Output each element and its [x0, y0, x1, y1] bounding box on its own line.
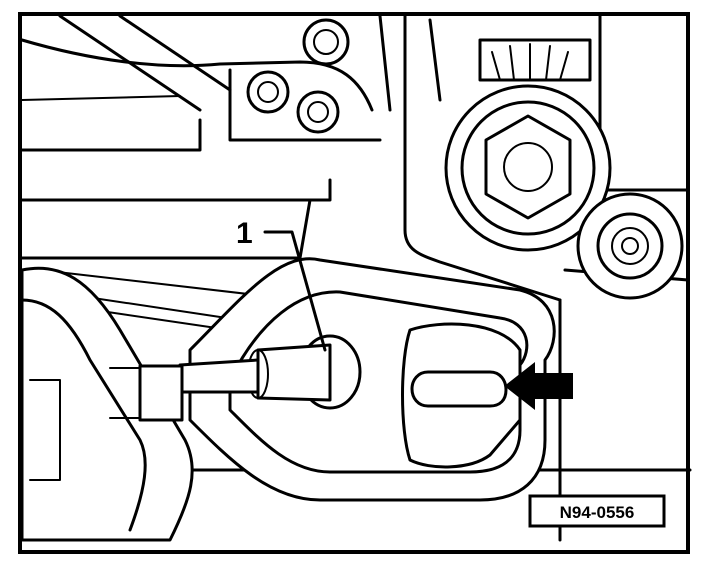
direction-arrow	[504, 361, 573, 411]
bolt-heads-top	[246, 18, 350, 134]
left-housing	[20, 266, 194, 542]
callout-number: 1	[236, 217, 253, 250]
slotted-adjuster	[401, 322, 522, 469]
hex-bolt-head	[484, 114, 572, 220]
socket-extension	[178, 358, 260, 394]
reference-code: N94-0556	[560, 503, 635, 522]
adjuster-slot	[410, 370, 508, 408]
sprocket-wheel	[444, 38, 612, 252]
reference-code-box: N94-0556	[528, 494, 666, 528]
tensioner-bolt	[109, 334, 362, 422]
arrow-left-icon	[504, 361, 573, 411]
callout-1: 1	[236, 217, 327, 352]
idler-pulley	[576, 192, 684, 300]
